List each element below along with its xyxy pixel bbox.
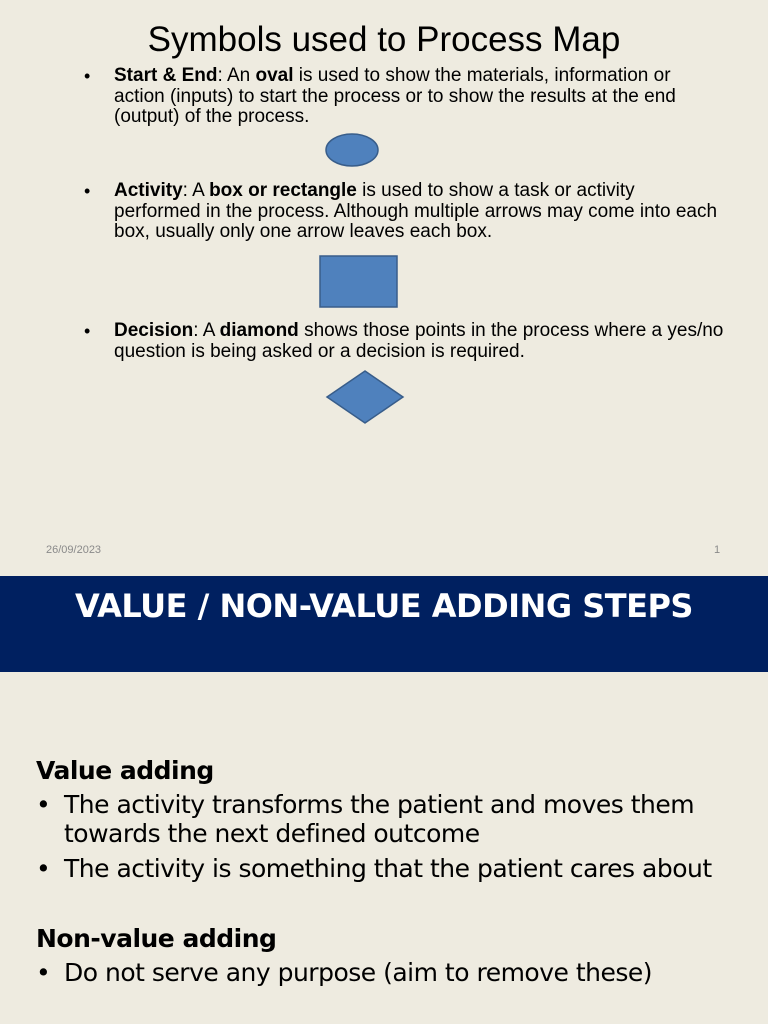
- slide-2: VALUE / NON-VALUE ADDING STEPS Value add…: [0, 576, 768, 1024]
- bullet-term: Decision: [114, 320, 194, 341]
- slide-1: Symbols used to Process Map • Start & En…: [46, 20, 724, 556]
- bullet-text: Start & End: An oval is used to show the…: [114, 65, 724, 128]
- bullet-marker: •: [84, 66, 91, 86]
- bullet-marker: •: [36, 958, 51, 987]
- bullet-bold: oval: [255, 65, 294, 86]
- bullet-text-part: : An: [217, 65, 256, 86]
- banner-title: VALUE / NON-VALUE ADDING STEPS: [75, 587, 693, 625]
- bullet-text: The activity is something that the patie…: [64, 854, 712, 883]
- title-banner: VALUE / NON-VALUE ADDING STEPS: [0, 576, 768, 672]
- bullet-text-part: is used to show the materials, informati…: [114, 65, 676, 127]
- bullet-bold: box or rectangle: [209, 180, 357, 201]
- bullet-marker: •: [84, 181, 91, 201]
- bullet-marker: •: [84, 321, 91, 341]
- bullet-text: Activity: A box or rectangle is used to …: [114, 180, 724, 243]
- bullet-term: Start & End: [114, 65, 218, 86]
- bullet-term: Activity: [114, 180, 183, 201]
- oval-shape: [325, 133, 379, 167]
- slide-title: Symbols used to Process Map: [147, 20, 621, 59]
- bullet-text-part: shows those points in the process where …: [114, 320, 724, 362]
- bullet-text: The activity transforms the patient and …: [64, 790, 695, 848]
- footer-date: 26/09/2023: [46, 544, 102, 556]
- bullet-text-part: is used to show a task or activity perfo…: [114, 180, 718, 242]
- rectangle-shape: [319, 255, 398, 308]
- value-adding-heading: Value adding: [36, 756, 214, 785]
- bullet-text: Decision: A diamond shows those points i…: [114, 320, 724, 362]
- bullet-marker: •: [36, 790, 51, 819]
- bullet-bold: diamond: [219, 320, 299, 341]
- bullet-text-part: : A: [193, 320, 220, 341]
- footer-page-number: 1: [714, 544, 721, 556]
- bullet-text: Do not serve any purpose (aim to remove …: [64, 958, 653, 987]
- non-value-adding-heading: Non-value adding: [36, 924, 277, 953]
- bullet-text-part: : A: [182, 180, 210, 201]
- bullet-marker: •: [36, 854, 51, 883]
- diamond-shape: [325, 370, 405, 424]
